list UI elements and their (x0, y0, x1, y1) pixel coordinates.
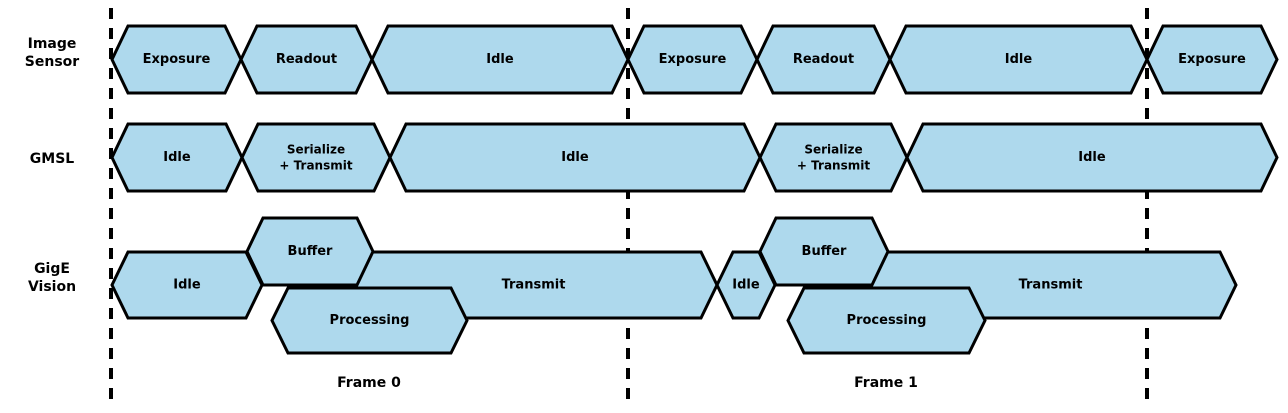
stage-hexagon[interactable] (758, 216, 890, 287)
stage-label: Idle (1005, 52, 1033, 67)
stage-gv-idle-0[interactable]: Idle (110, 250, 264, 320)
frame-label-frame-0: Frame 0 (337, 375, 401, 391)
lane-gige-processing-lane: Processing Processing (270, 286, 987, 355)
stage-gm-idle-2[interactable]: Idle (905, 122, 1279, 193)
stage-label: Buffer (802, 244, 848, 259)
stage-label: Idle (486, 52, 514, 67)
stage-is-readout-1[interactable]: Readout (755, 24, 892, 95)
stage-label: Processing (330, 313, 410, 328)
stage-gv-processing-1[interactable]: Processing (786, 286, 987, 355)
stage-label: Exposure (143, 52, 211, 67)
stage-label: Serialize+ Transmit (797, 142, 870, 172)
stage-hexagon[interactable] (245, 216, 375, 287)
stage-hexagon[interactable] (888, 24, 1149, 95)
stage-label: Idle (173, 278, 201, 293)
stage-gv-buffer-1[interactable]: Buffer (758, 216, 890, 287)
stage-hexagon[interactable] (240, 122, 392, 193)
stage-gm-serialize-1[interactable]: Serialize+ Transmit (758, 122, 909, 193)
lane-gige-buffer-lane: Buffer Buffer (245, 216, 890, 287)
stage-hexagon[interactable] (758, 122, 909, 193)
stage-gm-idle-0[interactable]: Idle (110, 122, 244, 193)
stage-is-exposure-0[interactable]: Exposure (110, 24, 243, 95)
stage-gm-serialize-0[interactable]: Serialize+ Transmit (240, 122, 392, 193)
stage-label: Readout (793, 52, 854, 67)
stage-hexagon[interactable] (755, 24, 892, 95)
stage-is-exposure-2[interactable]: Exposure (1145, 24, 1279, 95)
stage-label: Idle (163, 150, 191, 165)
stage-is-readout-0[interactable]: Readout (239, 24, 374, 95)
stage-label: Exposure (659, 52, 727, 67)
frame-divider-layer (109, 8, 1149, 402)
stage-hexagon[interactable] (388, 122, 762, 193)
stage-hexagon[interactable] (1145, 24, 1279, 95)
row-label-gmsl: GMSL (30, 151, 75, 167)
stage-label: Idle (561, 150, 589, 165)
stage-label: Serialize+ Transmit (279, 142, 352, 172)
stage-hexagon[interactable] (626, 24, 759, 95)
lane-sensor-lane: Exposure Readout Idle Exposure Readout Idle Ex… (110, 24, 1279, 95)
stage-gm-idle-1[interactable]: Idle (388, 122, 762, 193)
stage-hexagon[interactable] (370, 24, 630, 95)
stage-gv-buffer-0[interactable]: Buffer (245, 216, 375, 287)
stage-label: Buffer (288, 244, 334, 259)
stage-label: Transmit (502, 278, 566, 293)
stage-hexagon[interactable] (270, 286, 469, 355)
stage-hexagon[interactable] (905, 122, 1279, 193)
stage-hexagon[interactable] (110, 24, 243, 95)
stage-label: Transmit (1019, 278, 1083, 293)
stage-hexagon[interactable] (239, 24, 374, 95)
lane-gmsl-lane: Idle Serialize+ Transmit Idle Serialize+ Tr… (110, 122, 1279, 193)
stage-label: Idle (732, 278, 760, 293)
stage-label: Readout (276, 52, 337, 67)
stage-hexagon[interactable] (110, 122, 244, 193)
stage-label: Processing (847, 313, 927, 328)
stage-hexagon[interactable] (786, 286, 987, 355)
stage-is-exposure-1[interactable]: Exposure (626, 24, 759, 95)
stage-label: Idle (1078, 150, 1106, 165)
frame-label-layer: Frame 0 Frame 1 (337, 375, 918, 391)
stage-gv-processing-0[interactable]: Processing (270, 286, 469, 355)
frame-label-frame-1: Frame 1 (854, 375, 918, 391)
stage-is-idle-0[interactable]: Idle (370, 24, 630, 95)
lane-gige-middle-lane: Idle Transmit Idle Transmit (110, 250, 1238, 320)
stage-is-idle-1[interactable]: Idle (888, 24, 1149, 95)
stage-label: Exposure (1178, 52, 1246, 67)
